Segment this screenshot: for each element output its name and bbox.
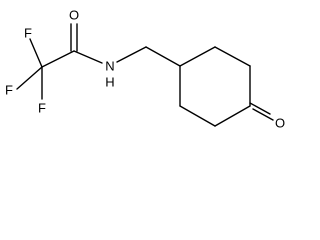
bond-c-f-top [29,38,43,68]
ring-bond-5 [179,105,216,127]
atom-label-f-bottom: F [38,101,46,116]
ring-bond-1 [179,46,216,67]
atom-label-f-top: F [24,26,32,41]
atom-label-f-left: F [5,83,13,98]
atom-label-amide-nitrogen: N [105,59,114,74]
bond-cf3-carbonyl [41,50,75,68]
bond-ketone-oxygen-2 [252,108,274,121]
bond-c-f-left [16,66,43,90]
bond-nitrogen-methylene [116,46,147,63]
bond-carbonyl-nitrogen [73,50,103,64]
bond-methylene-ring [145,46,181,67]
chemical-structure-diagram: F F F O N H O [5,8,285,131]
ring-bond-4 [214,105,251,127]
atom-label-amide-hydrogen: H [105,75,114,90]
atom-label-amide-oxygen: O [69,8,79,23]
atom-label-ketone-oxygen: O [275,116,285,131]
ring-bond-2 [214,46,251,67]
bond-ketone-oxygen-1 [249,102,271,115]
